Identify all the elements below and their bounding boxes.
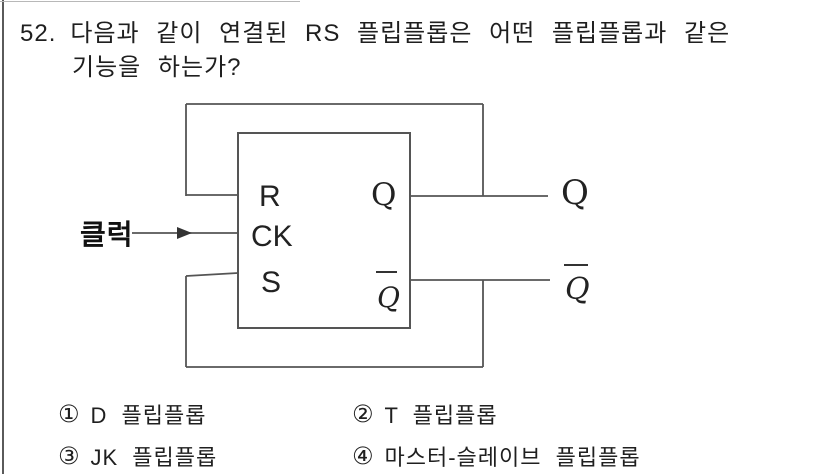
question-line1: 52. 다음과 같이 연결된 RS 플립플롭은 어떤 플립플롭과 같은 [20, 13, 730, 48]
pin-label-ck: CK [251, 220, 293, 253]
flipflop-box [237, 132, 411, 329]
question-number: 52. [20, 20, 57, 47]
pin-label-qbar: Q [377, 281, 400, 314]
page-top-border [0, 1, 300, 2]
option-3[interactable]: ③ JK 플립플롭 [58, 440, 217, 472]
option-3-marker: ③ [58, 442, 80, 470]
option-4-marker: ④ [352, 442, 374, 470]
clock-input-label: 클럭 [80, 219, 134, 250]
option-1-marker: ① [58, 400, 80, 428]
clock-arrow-icon [177, 227, 192, 239]
option-3-label: JK 플립플롭 [90, 445, 218, 470]
pin-label-s: S [261, 266, 281, 299]
option-1-label: D 플립플롭 [90, 403, 207, 428]
option-2[interactable]: ② T 플립플롭 [352, 398, 498, 430]
pin-label-r: R [259, 180, 281, 213]
option-4-label: 마스터-슬레이브 플립플롭 [384, 445, 641, 470]
output-label-qbar: Q [565, 272, 590, 307]
output-label-q: Q [561, 173, 589, 213]
option-4[interactable]: ④ 마스터-슬레이브 플립플롭 [352, 440, 641, 472]
option-1[interactable]: ① D 플립플롭 [58, 398, 206, 430]
option-2-marker: ② [352, 400, 374, 428]
page-left-border [2, 0, 4, 474]
option-2-label: T 플립플롭 [384, 403, 498, 428]
pin-label-q: Q [371, 177, 396, 213]
question-line2: 기능을 하는가? [72, 54, 242, 81]
wire-s-input [185, 272, 239, 277]
question-text: 다음과 같이 연결된 RS 플립플롭은 어떤 플립플롭과 같은 [70, 20, 731, 47]
